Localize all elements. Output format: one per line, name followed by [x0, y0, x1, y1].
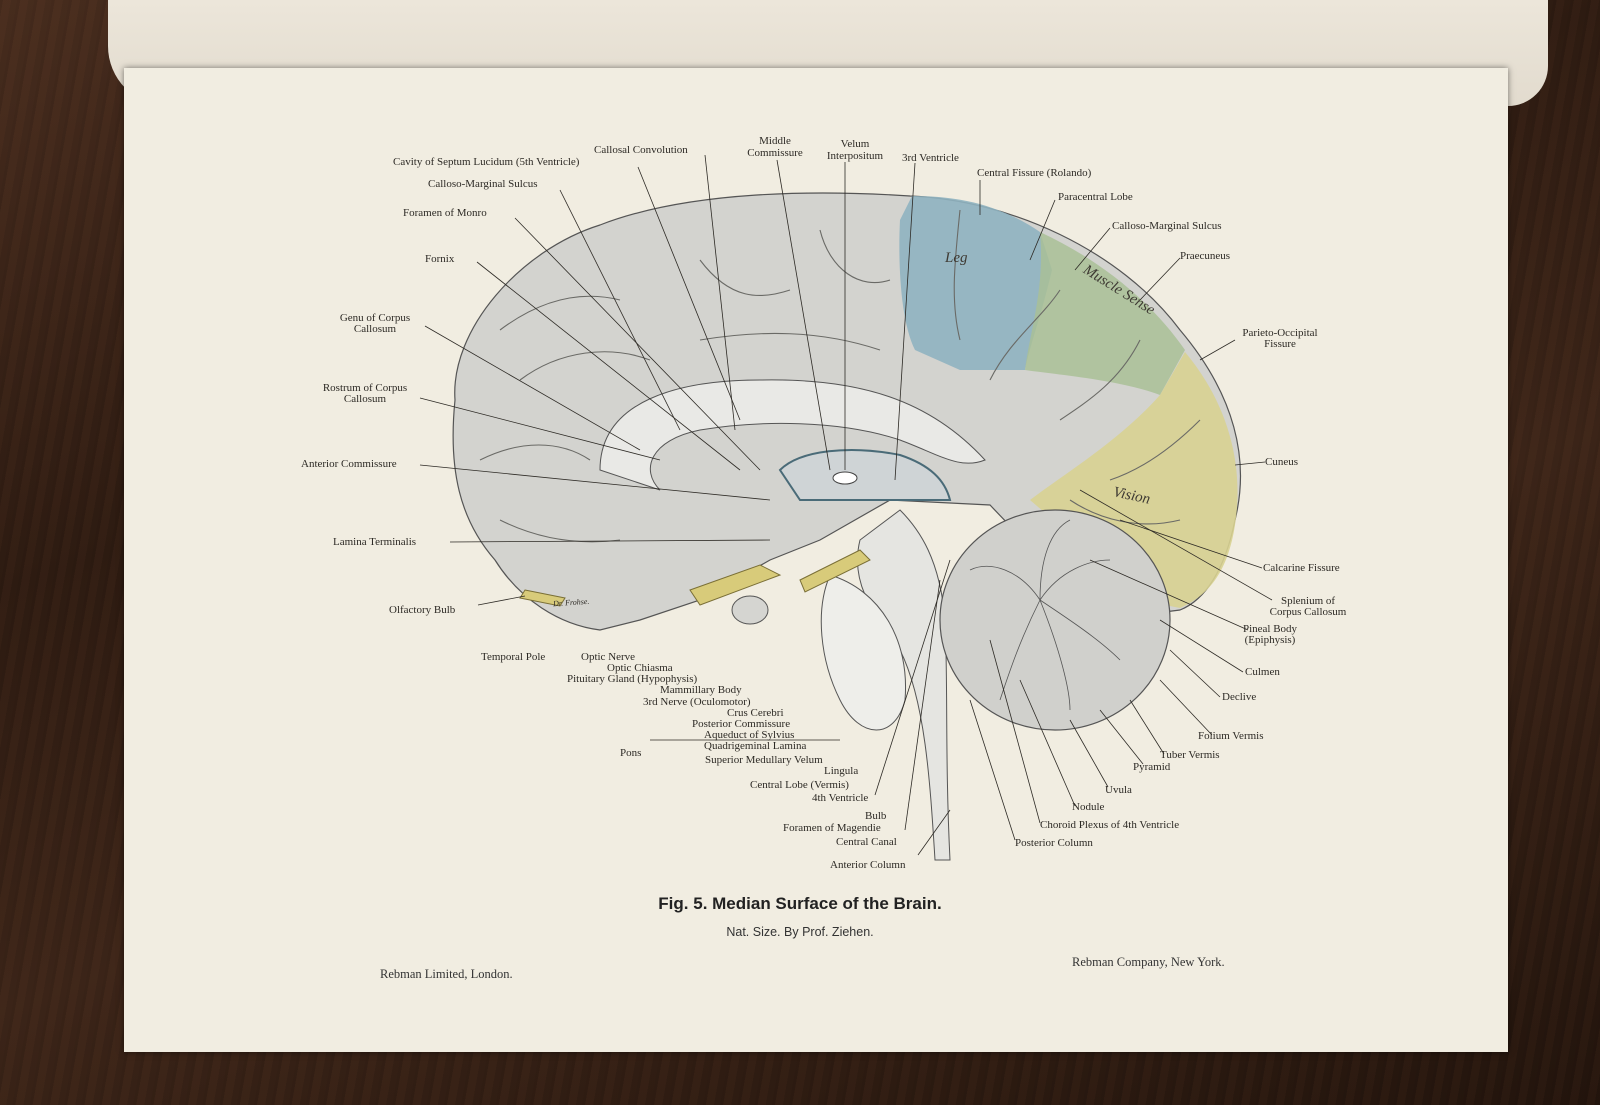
label-callosal-convolution: Callosal Convolution [594, 144, 688, 156]
leg-label: Leg [945, 250, 968, 266]
leader-lines [419, 154, 1273, 856]
publisher-left: Rebman Limited, London. [380, 967, 513, 981]
label-uvula: Uvula [1105, 784, 1132, 796]
label-anterior-column: Anterior Column [830, 859, 906, 871]
label-culmen: Culmen [1245, 666, 1280, 678]
label-anterior-commissure: Anterior Commissure [301, 458, 397, 470]
label-foramen-monro: Foramen of Monro [403, 207, 487, 219]
label-pineal-2: (Epiphysis) [1244, 634, 1296, 646]
label-posterior-commissure: Posterior Commissure [692, 718, 791, 730]
label-nodule: Nodule [1072, 801, 1105, 813]
label-pons: Pons [620, 747, 642, 759]
label-calcarine: Calcarine Fissure [1263, 562, 1340, 574]
label-central-canal: Central Canal [836, 836, 897, 848]
label-rostrum-1: Rostrum of Corpus [322, 382, 408, 394]
label-calloso-marginal-right: Calloso-Marginal Sulcus [1112, 220, 1222, 232]
label-foramen-magendie: Foramen of Magendie [783, 822, 881, 834]
label-rostrum-2: Callosum [343, 393, 387, 405]
arbor-vitae [969, 519, 1121, 711]
label-splenium-2: Corpus Callosum [1269, 606, 1347, 618]
label-third-ventricle: 3rd Ventricle [902, 152, 959, 164]
label-middle-commissure-1: Middle [759, 135, 791, 147]
label-fourth-ventricle: 4th Ventricle [812, 792, 869, 804]
label-third-nerve: 3rd Nerve (Oculomotor) [643, 696, 751, 708]
label-middle-commissure-2: Commissure [747, 147, 803, 159]
label-central-fissure: Central Fissure (Rolando) [977, 167, 1092, 179]
corpus-callosum [599, 379, 986, 491]
label-parieto-1: Parieto-Occipital [1242, 327, 1318, 339]
label-superior-velum: Superior Medullary Velum [705, 754, 823, 766]
label-parieto-2: Fissure [1264, 338, 1296, 350]
label-optic-chiasma: Optic Chiasma [607, 662, 673, 674]
label-pyramid: Pyramid [1133, 761, 1171, 773]
label-declive: Declive [1222, 691, 1257, 703]
label-lingula: Lingula [824, 765, 859, 777]
label-folium: Folium Vermis [1198, 730, 1264, 742]
cerebellum [939, 509, 1171, 731]
figure-title: Fig. 5. Median Surface of the Brain. [658, 894, 942, 913]
label-optic-nerve: Optic Nerve [581, 651, 636, 663]
label-velum-2: Interpositum [826, 150, 884, 162]
label-tuber: Tuber Vermis [1160, 749, 1220, 761]
label-bulb: Bulb [865, 810, 887, 822]
label-posterior-column: Posterior Column [1015, 837, 1093, 849]
label-cavity-septum: Cavity of Septum Lucidum (5th Ventricle) [393, 156, 580, 168]
label-praecuneus: Praecuneus [1180, 250, 1231, 262]
leg-area [899, 196, 1052, 370]
label-aqueduct: Aqueduct of Sylvius [704, 729, 795, 741]
label-temporal-pole: Temporal Pole [481, 651, 546, 663]
label-crus: Crus Cerebri [727, 707, 784, 719]
label-olfactory-bulb: Olfactory Bulb [389, 604, 456, 616]
label-velum-1: Velum [840, 138, 870, 150]
label-splenium-1: Splenium of [1280, 595, 1336, 607]
label-calloso-marginal-left: Calloso-Marginal Sulcus [428, 178, 538, 190]
publisher-right: Rebman Company, New York. [1072, 955, 1225, 969]
label-fornix: Fornix [425, 253, 455, 265]
label-central-lobe: Central Lobe (Vermis) [750, 779, 849, 791]
label-lamina-terminalis: Lamina Terminalis [333, 536, 417, 548]
label-mammillary: Mammillary Body [660, 684, 742, 696]
muscle-sense-area [1025, 232, 1185, 395]
label-pineal-1: Pineal Body [1242, 623, 1298, 635]
label-choroid: Choroid Plexus of 4th Ventricle [1040, 819, 1180, 831]
pons [820, 574, 907, 731]
label-quadrigeminal: Quadrigeminal Lamina [704, 740, 807, 752]
label-pituitary: Pituitary Gland (Hypophysis) [567, 673, 698, 685]
label-genu-2: Callosum [353, 323, 397, 335]
label-paracentral-lobe: Paracentral Lobe [1058, 191, 1133, 203]
figure-subtitle: Nat. Size. By Prof. Ziehen. [726, 925, 874, 939]
label-genu-1: Genu of Corpus [339, 312, 411, 324]
label-cuneus: Cuneus [1265, 456, 1298, 468]
